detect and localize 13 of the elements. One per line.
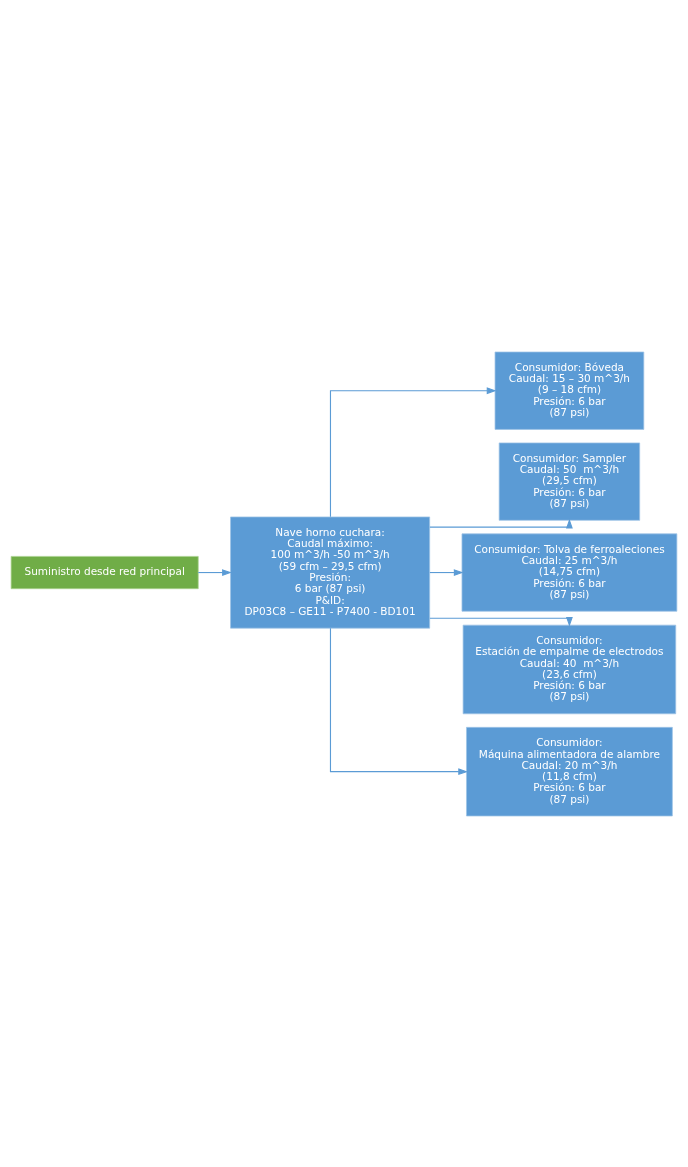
node-box: Consumidor: Tolva de ferroaleciones Caudal: 25 m^3/h (14,75 cfm) Presión: 6 bar (87 psi) [461, 532, 678, 612]
node-box: Consumidor: Bóveda Caudal: 15 – 30 m^3/h (9 – 18 cfm) Presión: 6 bar (87 psi) [494, 351, 645, 430]
node-box: Consumidor: Sampler Caudal: 50 m^3/h (29,5 cfm) Presión: 6 bar (87 psi) [498, 442, 641, 521]
node-box: Nave horno cuchara: Caudal máximo: 100 m^3/h -50 m^3/h (59 cfm – 29,5 cfm) Presión: 6 bar (87 psi) P&ID: DP03C8 – GE11 - P7400 - BD101 [230, 516, 431, 628]
arrow [429, 518, 573, 528]
node-box: Consumidor: Estación de empalme de electrodos Caudal: 40 m^3/h (23,6 cfm) Presión: 6 bar (87 psi) [462, 624, 677, 714]
node-box: Consumidor: Máquina alimentadora de alambre Caudal: 20 m^3/h (11,8 cfm) Presión: 6 bar (87 psi) [466, 726, 673, 816]
node-box: Suministro desde red principal [10, 555, 199, 589]
arrow [329, 386, 497, 517]
arrow [429, 616, 573, 627]
arrow [429, 568, 464, 576]
arrow [329, 627, 469, 775]
arrow [197, 568, 232, 576]
